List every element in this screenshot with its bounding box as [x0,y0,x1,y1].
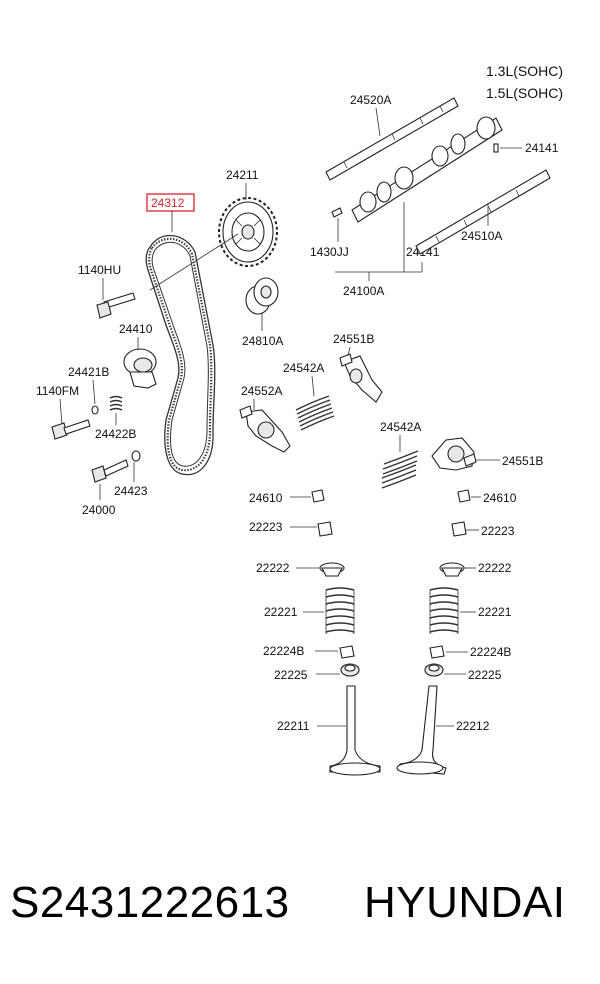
label-24610-left[interactable]: 24610 [249,491,283,505]
label-24141-top[interactable]: 24141 [525,141,559,155]
label-24000[interactable]: 24000 [82,503,116,517]
bolt-1140fm-drawing [51,419,91,440]
label-22221-left[interactable]: 22221 [264,605,298,619]
timing-belt-drawing [145,234,216,476]
rocker-arm-24552a-drawing [239,405,291,453]
bolt-24000-drawing [91,459,129,483]
rocker-arm-24551b-right-drawing [431,437,477,471]
idler-24810a-drawing [245,277,279,315]
seat-22224b-left-drawing [339,645,355,659]
label-1430jj[interactable]: 1430JJ [310,245,349,259]
label-24520a[interactable]: 24520A [350,93,391,107]
retainer-22222-left-drawing [319,562,345,577]
washer-24421b-drawing [91,405,99,415]
rocker-shaft-24520a-drawing [325,97,459,181]
cotter-22225-right-drawing [424,663,444,677]
parts-diagram: 1.3L(SOHC) 1.5L(SOHC) 24312 24211 1140HU… [36,63,563,776]
label-22225-left[interactable]: 22225 [274,668,308,682]
spring-24542a-left-drawing [295,395,335,431]
key-1430jj-drawing [331,207,343,218]
label-24410[interactable]: 24410 [119,322,153,336]
footer-brand: HYUNDAI [364,878,566,927]
rocker-arm-24551b-top-drawing [339,353,383,403]
label-24551b-right[interactable]: 24551B [502,454,543,468]
valve-22211-drawing [329,685,381,776]
label-22224b-left[interactable]: 22224B [263,644,304,658]
rocker-shaft-24510a-drawing [415,169,551,255]
camshaft-drawing [351,116,503,223]
cotter-22225-left-drawing [340,663,360,677]
label-22212[interactable]: 22212 [456,719,490,733]
engine-label-2: 1.5L(SOHC) [486,85,563,101]
valve-spring-22221-right-drawing [429,587,459,634]
label-24100a[interactable]: 24100A [343,284,384,298]
adjuster-24610-right-drawing [457,489,471,503]
valve-spring-22221-left-drawing [325,587,355,634]
label-24422b[interactable]: 24422B [95,427,136,441]
engine-label-1: 1.3L(SOHC) [486,63,563,79]
spring-24422b-drawing [109,395,123,411]
plug-24141-top-drawing [493,143,499,153]
label-24421b[interactable]: 24421B [68,365,109,379]
seat-22224b-right-drawing [429,645,445,659]
label-24542a-right[interactable]: 24542A [380,420,421,434]
seal-22223-right-drawing [451,521,467,537]
label-24551b-top[interactable]: 24551B [333,332,374,346]
label-22211[interactable]: 22211 [277,719,310,733]
label-24211[interactable]: 24211 [226,168,259,182]
label-24510a[interactable]: 24510A [461,229,502,243]
bolt-1140hu-drawing [96,292,136,319]
spring-24542a-right-drawing [381,450,419,489]
label-22222-left[interactable]: 22222 [256,561,290,575]
label-22225-right[interactable]: 22225 [468,668,502,682]
tensioner-drawing [123,348,157,389]
footer-part-number: S2431222613 [10,878,290,927]
label-22222-right[interactable]: 22222 [478,561,512,575]
retainer-22222-right-drawing [439,562,465,577]
label-22223-right[interactable]: 22223 [481,524,515,538]
label-22224b-right[interactable]: 22224B [470,645,511,659]
adjuster-24610-left-drawing [311,489,325,503]
label-1140fm[interactable]: 1140FM [36,384,79,398]
belt-highlight-box [146,193,195,212]
label-22223-left[interactable]: 22223 [249,520,283,534]
camshaft-sprocket-drawing [218,197,278,267]
label-24423[interactable]: 24423 [114,484,148,498]
label-24552a[interactable]: 24552A [241,384,282,398]
label-24810a[interactable]: 24810A [242,334,283,348]
label-24610-right[interactable]: 24610 [483,491,517,505]
washer-24423-drawing [131,450,141,462]
label-22221-right[interactable]: 22221 [478,605,512,619]
valve-22212-drawing [396,685,447,775]
label-24542a-left[interactable]: 24542A [283,361,324,375]
label-24312[interactable]: 24312 [151,196,185,210]
seal-22223-left-drawing [317,521,333,537]
label-1140hu[interactable]: 1140HU [78,263,121,277]
